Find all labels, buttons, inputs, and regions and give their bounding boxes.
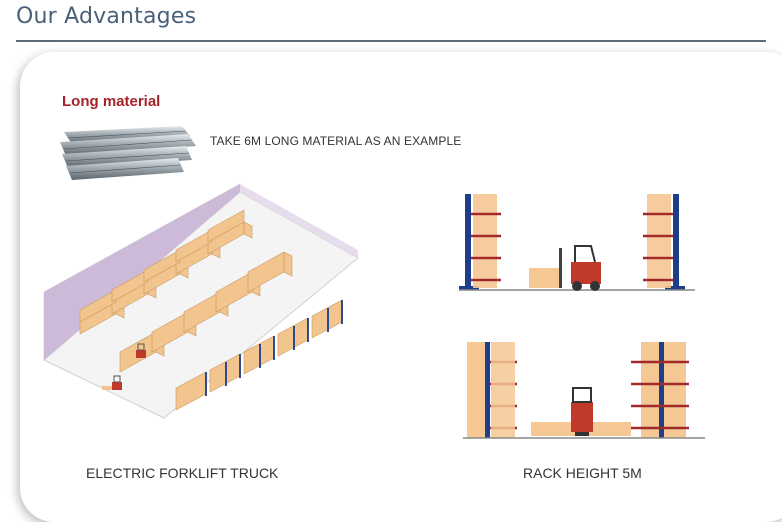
rack-height-caption: RACK HEIGHT 5M [523,465,642,481]
advantage-card: Long material TAKE 6M LONG MATERIAL AS A… [20,52,782,522]
section-title: Our Advantages [16,4,197,29]
card-heading: Long material [62,93,161,110]
example-text: TAKE 6M LONG MATERIAL AS AN EXAMPLE [210,134,462,148]
cantilever-rack-icon [459,194,705,439]
title-divider [16,40,766,42]
forklift-icon [102,343,146,390]
warehouse-illustration [43,183,359,419]
steel-pipes-icon [60,126,196,180]
electric-forklift-caption: ELECTRIC FORKLIFT TRUCK [86,465,279,481]
